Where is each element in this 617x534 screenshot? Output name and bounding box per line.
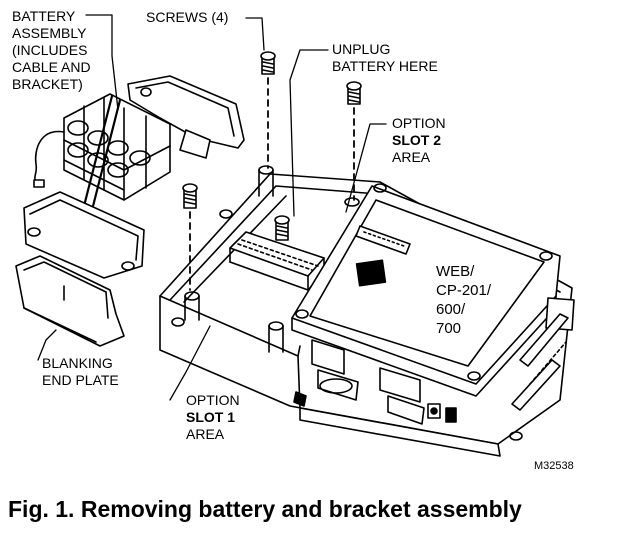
- leader-lines: [37, 14, 387, 401]
- callout-unplug-line-1: UNPLUG: [332, 41, 391, 57]
- screw-3: [182, 183, 198, 209]
- board-label-line-1: WEB/: [436, 263, 475, 280]
- battery-cable: [34, 130, 65, 185]
- callout-battery-assembly-line-1: BATTERY: [12, 8, 76, 24]
- callout-battery-assembly-line-4: CABLE AND: [12, 59, 91, 75]
- callout-blanking-line-1: BLANKING: [42, 355, 113, 371]
- callout-slot2-line-1: OPTION: [392, 115, 446, 131]
- callout-slot1-line-1: OPTION: [186, 392, 240, 408]
- callout-battery-assembly-line-3: (INCLUDES: [12, 42, 88, 58]
- figure-code: M32538: [534, 460, 574, 472]
- figure-code-text: M32538: [534, 460, 574, 472]
- side-rails: [511, 297, 575, 411]
- screw-1: [260, 51, 276, 75]
- board-label-line-2: CP-201/: [436, 282, 492, 299]
- battery-bracket: [127, 75, 245, 159]
- callout-blanking-line-2: END PLATE: [42, 372, 119, 388]
- callout-screws: SCREWS (4): [146, 9, 228, 26]
- main-board: [291, 183, 561, 397]
- screw-2: [346, 81, 362, 105]
- callout-unplug-battery: UNPLUG BATTERY HERE: [332, 41, 438, 75]
- board-model-label: WEB/ CP-201/ 600/ 700: [436, 262, 491, 338]
- battery-cable-connector: [33, 179, 45, 188]
- board-label-line-4: 700: [436, 320, 462, 337]
- figure-caption-text: Fig. 1. Removing battery and bracket ass…: [8, 496, 522, 522]
- battery-pack: [63, 93, 171, 220]
- callout-option-slot-2: OPTION SLOT 2 AREA: [392, 115, 446, 166]
- figure-caption: Fig. 1. Removing battery and bracket ass…: [8, 496, 522, 523]
- callout-battery-assembly: BATTERY ASSEMBLY (INCLUDES CABLE AND BRA…: [12, 8, 91, 93]
- callout-slot2-line-3: AREA: [392, 149, 431, 165]
- front-connectors: [293, 339, 457, 425]
- board-label-line-3: 600/: [436, 301, 466, 318]
- callout-battery-assembly-line-2: ASSEMBLY: [12, 25, 87, 41]
- callout-unplug-line-2: BATTERY HERE: [332, 58, 438, 74]
- callout-slot1-line-3: AREA: [186, 426, 225, 442]
- screw-4: [274, 215, 290, 241]
- callout-option-slot-1: OPTION SLOT 1 AREA: [186, 392, 240, 443]
- callout-slot1-line-2: SLOT 1: [186, 409, 236, 425]
- blanking-end-plate: [15, 255, 125, 347]
- callout-battery-assembly-line-5: BRACKET): [12, 76, 83, 92]
- callout-screws-label: SCREWS (4): [146, 9, 229, 25]
- callout-slot2-line-2: SLOT 2: [392, 132, 442, 148]
- lower-bracket: [23, 191, 145, 279]
- callout-blanking-end-plate: BLANKING END PLATE: [42, 355, 119, 389]
